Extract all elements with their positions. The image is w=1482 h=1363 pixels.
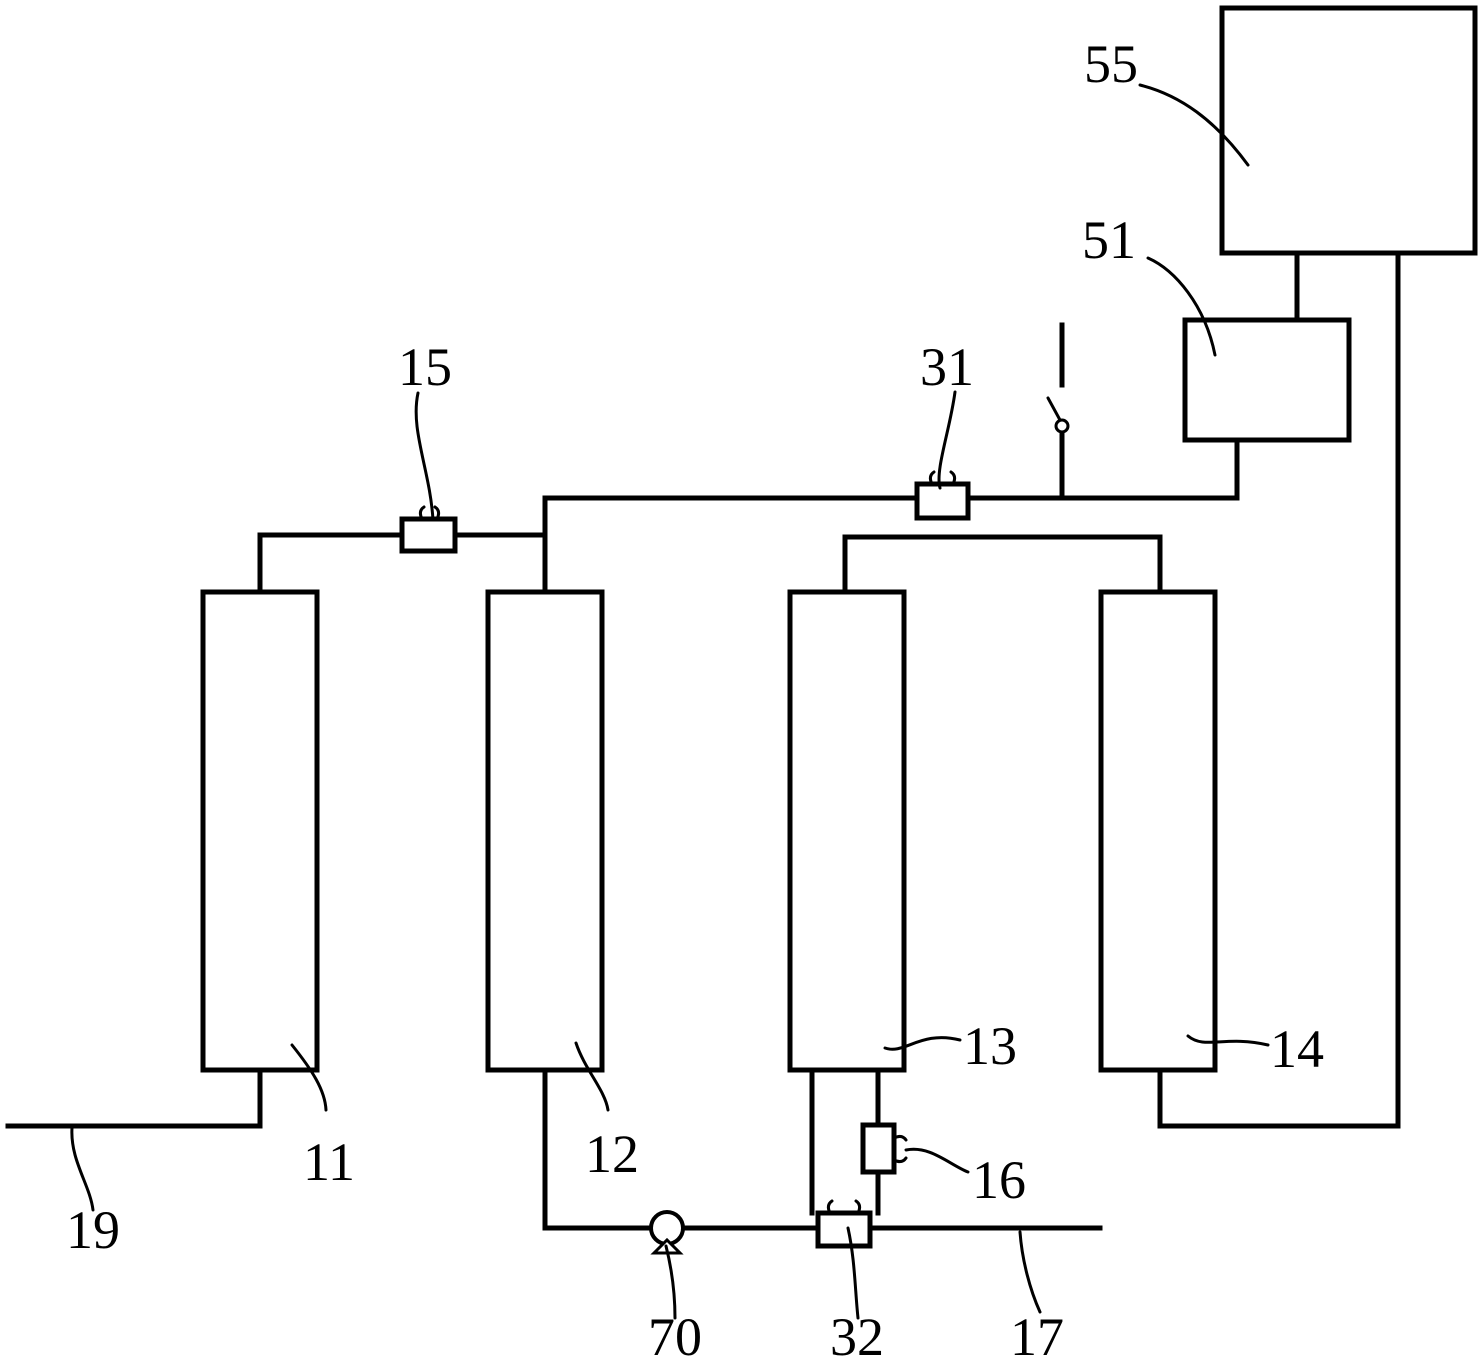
return-pipe-55-to-14 [1157, 251, 1401, 1129]
leader-15 [414, 391, 435, 522]
leader-16 [904, 1147, 970, 1174]
leader-32 [846, 1226, 860, 1320]
valve-32[interactable] [815, 1199, 873, 1249]
labels: 55 51 15 31 11 12 13 14 16 17 19 70 32 [66, 34, 1324, 1363]
label-17: 17 [1010, 1307, 1064, 1363]
pipe-12-bottom-to-pump [542, 1067, 654, 1231]
leader-lines [70, 83, 1270, 1320]
label-13: 13 [963, 1016, 1017, 1076]
label-14: 14 [1270, 1019, 1324, 1079]
equipment [200, 5, 1478, 1073]
inlet-pipe-19 [5, 1067, 263, 1129]
header-valve-31-to-51 [965, 437, 1240, 501]
leader-11 [290, 1043, 328, 1112]
column-13 [787, 589, 907, 1073]
label-11: 11 [303, 1132, 355, 1192]
label-31: 31 [920, 337, 974, 397]
valve-15[interactable] [399, 505, 458, 554]
label-70: 70 [648, 1307, 702, 1363]
pipes [5, 251, 1401, 1231]
manifold-13-14 [842, 534, 1163, 595]
label-55: 55 [1084, 34, 1138, 94]
column-12 [485, 589, 605, 1073]
pump-70[interactable] [649, 1210, 685, 1255]
pipe-11-to-valve-15 [257, 532, 405, 595]
valve-16[interactable] [860, 1122, 908, 1175]
label-19: 19 [66, 1200, 120, 1260]
column-11 [200, 589, 320, 1073]
leader-31 [937, 390, 957, 490]
column-14 [1098, 589, 1218, 1073]
leader-19 [70, 1126, 95, 1212]
leader-55 [1138, 83, 1250, 167]
label-51: 51 [1082, 210, 1136, 270]
leader-12 [574, 1041, 610, 1112]
label-15: 15 [398, 337, 452, 397]
unit-55 [1219, 5, 1478, 256]
label-16: 16 [972, 1150, 1026, 1210]
leader-13 [883, 1036, 962, 1051]
label-32: 32 [830, 1307, 884, 1363]
vent-valve[interactable] [1046, 322, 1070, 434]
leader-14 [1186, 1034, 1270, 1047]
leader-51 [1146, 256, 1217, 357]
label-12: 12 [585, 1124, 639, 1184]
leader-17 [1018, 1230, 1042, 1314]
leader-70 [664, 1244, 677, 1320]
valve-31[interactable] [914, 470, 971, 521]
